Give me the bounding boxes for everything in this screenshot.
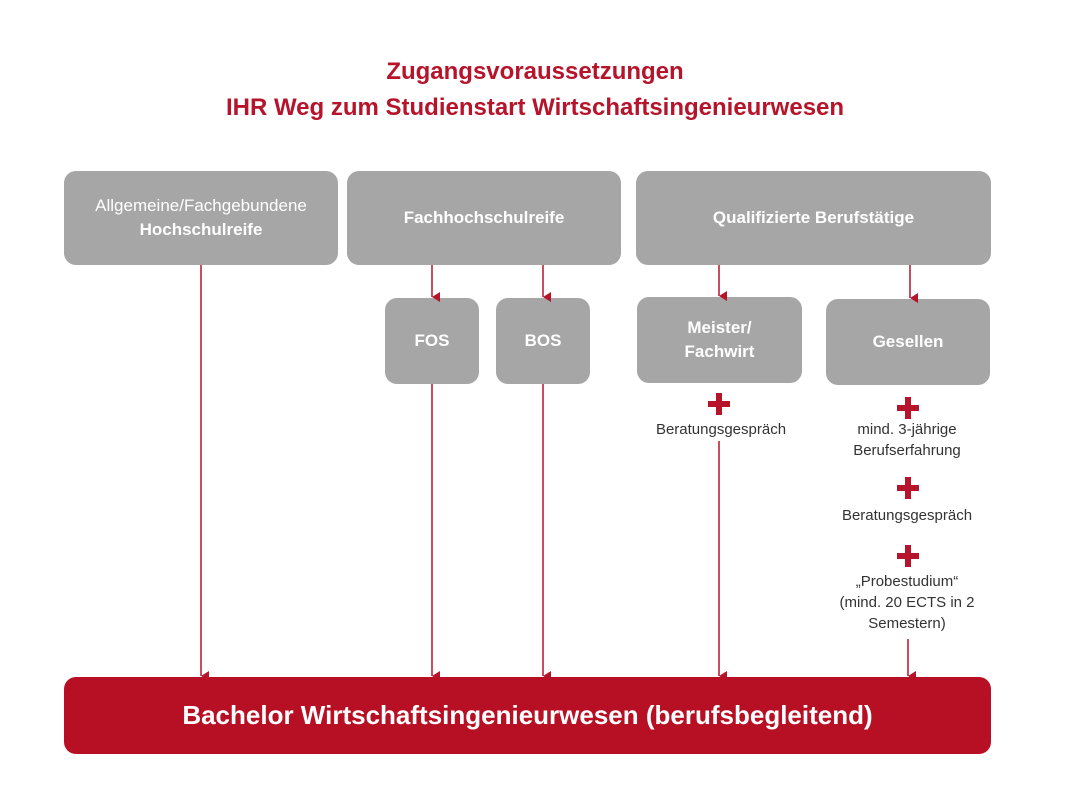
note-meister-beratung: Beratungsgespräch (655, 421, 787, 438)
box-hochschulreife-line1: Allgemeine/Fachgebundene (95, 196, 307, 215)
plus-icon (897, 397, 919, 419)
note-gesellen-beratung: Beratungsgespräch (841, 507, 973, 524)
box-bos-label: BOS (524, 331, 562, 350)
plus-icon (708, 393, 730, 415)
note-probestudium-line1: „Probestudium“ (855, 573, 959, 590)
diagram-title: Zugangsvoraussetzungen (386, 58, 684, 85)
diagram-subtitle: IHR Weg zum Studienstart Wirtschaftsinge… (225, 94, 845, 121)
box-fachhochschulreife: Fachhochschulreife (347, 171, 621, 265)
box-gesellen-label: Gesellen (872, 332, 944, 351)
note-gesellen-erfahrung: mind. 3-jährige Berufserfahrung (822, 419, 992, 461)
note-gesellen-probestudium: „Probestudium“ (mind. 20 ECTS in 2 Semes… (822, 571, 992, 634)
target-bachelor: Bachelor Wirtschaftsingenieurwesen (beru… (64, 677, 991, 754)
box-fos: FOS (385, 298, 479, 384)
box-meister: Meister/ Fachwirt (637, 297, 802, 383)
box-berufstaetige-label: Qualifizierte Berufstätige (712, 208, 915, 227)
box-gesellen: Gesellen (826, 299, 990, 385)
plus-icon (897, 545, 919, 567)
box-fos-label: FOS (414, 331, 450, 350)
note-probestudium-line2: (mind. 20 ECTS in 2 (839, 594, 975, 611)
box-fachhochschulreife-label: Fachhochschulreife (403, 208, 565, 227)
note-gesellen-erfahrung-line2: Berufserfahrung (853, 442, 961, 459)
box-berufstaetige: Qualifizierte Berufstätige (636, 171, 991, 265)
box-bos: BOS (496, 298, 590, 384)
box-hochschulreife: Allgemeine/Fachgebundene Hochschulreife (64, 171, 338, 265)
note-gesellen-erfahrung-line1: mind. 3-jährige (857, 421, 957, 438)
box-hochschulreife-line2: Hochschulreife (139, 220, 263, 239)
plus-icon (897, 477, 919, 499)
box-meister-line1: Meister/ (687, 318, 752, 337)
target-bachelor-label: Bachelor Wirtschaftsingenieurwesen (beru… (182, 700, 873, 730)
box-meister-line2: Fachwirt (684, 342, 755, 361)
note-probestudium-line3: Semestern) (868, 615, 946, 632)
